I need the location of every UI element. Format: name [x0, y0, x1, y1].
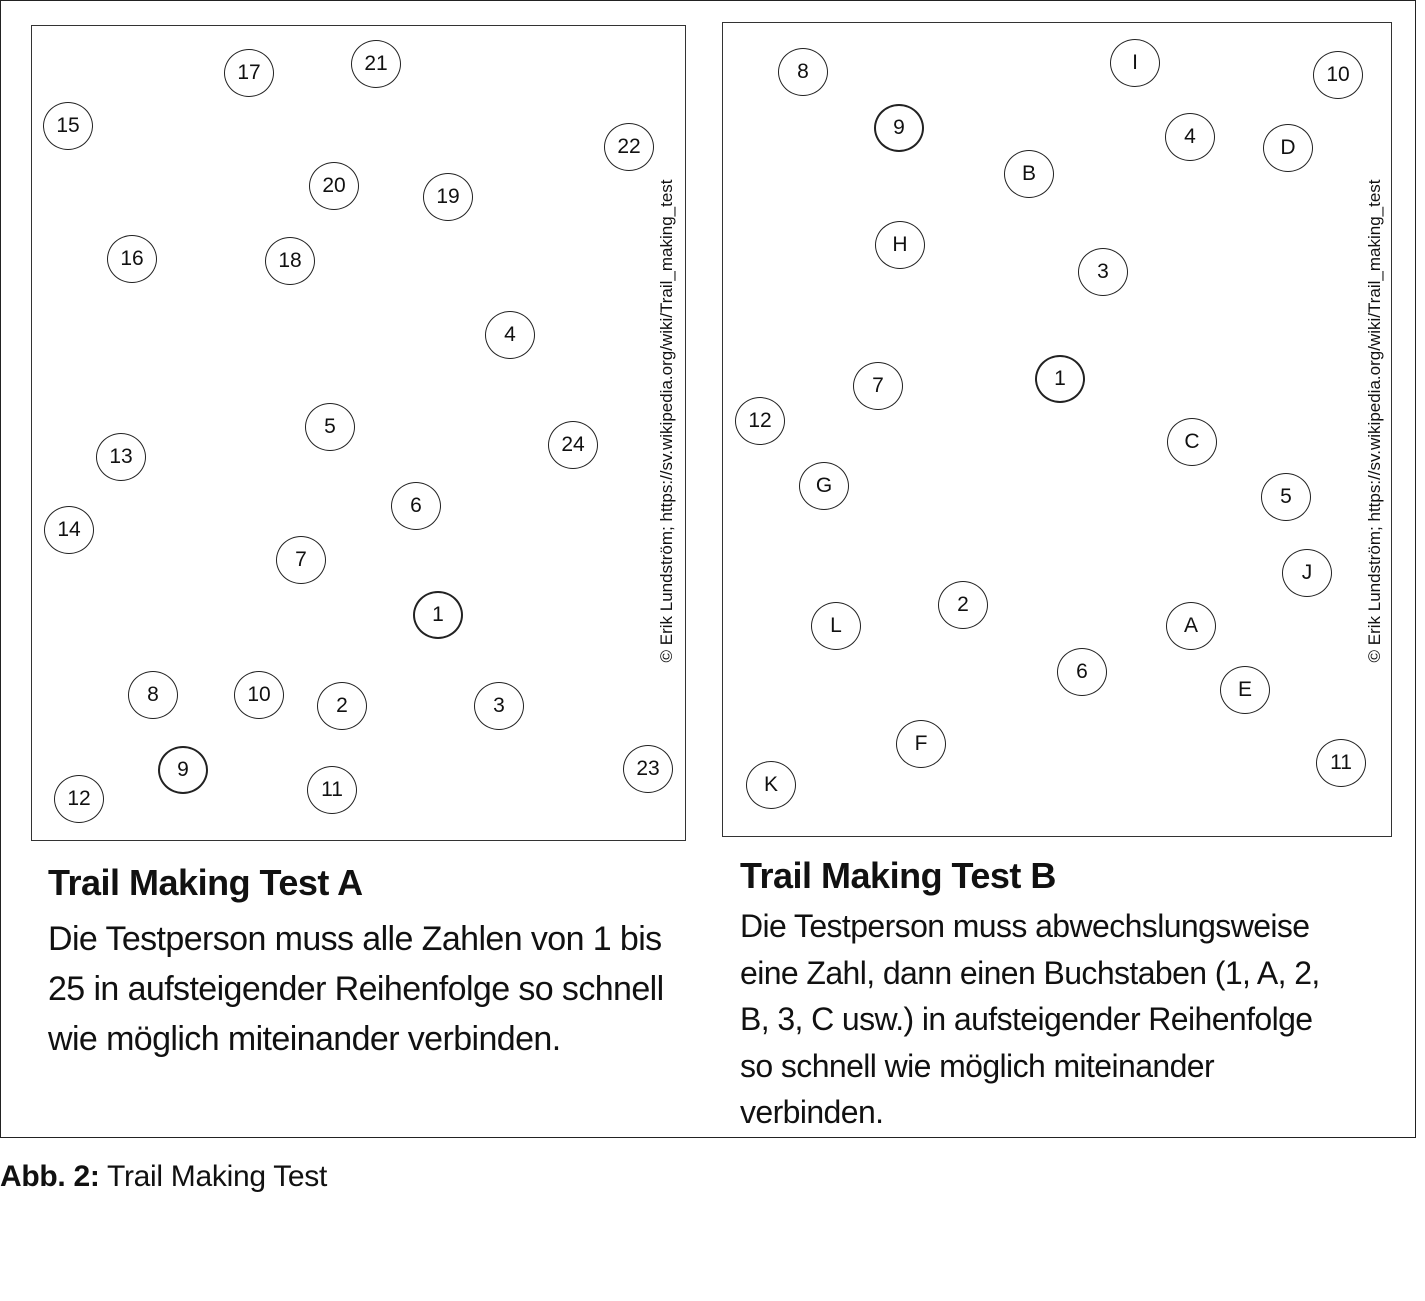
circle-node: 12 — [735, 397, 785, 445]
test-a-title: Trail Making Test A — [48, 862, 363, 903]
circle-node: 1 — [1035, 355, 1085, 403]
circle-node: 14 — [44, 506, 94, 554]
circle-node: 12 — [54, 775, 104, 823]
description-line: B, 3, C usw.) in aufsteigender Reihenfol… — [740, 1001, 1313, 1037]
circle-node: K — [746, 761, 796, 809]
circle-node: 8 — [778, 48, 828, 96]
circle-node: 7 — [853, 362, 903, 410]
circle-node: 7 — [276, 536, 326, 584]
test-a-description: Die Testperson muss alle Zahlen von 1 bi… — [48, 920, 664, 1058]
circle-node: 9 — [158, 746, 208, 794]
circle-node: 11 — [307, 766, 357, 814]
circle-node: 9 — [874, 104, 924, 152]
circle-node: G — [799, 462, 849, 510]
circle-node: 24 — [548, 421, 598, 469]
circle-node: 11 — [1316, 739, 1366, 787]
circle-node: 21 — [351, 40, 401, 88]
circle-node: 6 — [391, 482, 441, 530]
circle-node: 8 — [128, 671, 178, 719]
figure-caption-text: Trail Making Test — [99, 1160, 328, 1193]
description-line: Die Testperson muss abwechslungsweise — [740, 908, 1310, 944]
test-b-description: Die Testperson muss abwechslungsweise ei… — [740, 903, 1400, 1136]
circle-node: 4 — [485, 311, 535, 359]
figure-frame — [0, 0, 1416, 1138]
circle-node: 2 — [317, 682, 367, 730]
circle-node: 10 — [1313, 51, 1363, 99]
description-line: verbinden. — [740, 1094, 884, 1130]
circle-node: 5 — [1261, 473, 1311, 521]
circle-node: 19 — [423, 173, 473, 221]
circle-node: C — [1167, 418, 1217, 466]
image-credit: © Erik Lundström; https://sv.wikipedia.o… — [1365, 179, 1384, 663]
circle-node: 10 — [234, 671, 284, 719]
figure-label: Abb. 2: — [0, 1160, 100, 1193]
circle-node: L — [811, 602, 861, 650]
figure-caption: Abb. 2: Trail Making Test — [0, 1160, 327, 1194]
circle-node: B — [1004, 150, 1054, 198]
trail-making-test-b-sheet: 8 I 10 9 4 D B H 3 7 1 12 C G 5 J 2 L A … — [722, 22, 1392, 837]
circle-node: D — [1263, 124, 1313, 172]
circle-node: A — [1166, 602, 1216, 650]
circle-node: 18 — [265, 237, 315, 285]
image-credit: © Erik Lundström; https://sv.wikipedia.o… — [657, 179, 676, 663]
circle-node: 1 — [413, 591, 463, 639]
circle-node: 3 — [474, 682, 524, 730]
description-line: eine Zahl, dann einen Buchstaben (1, A, … — [740, 954, 1320, 991]
circle-node: I — [1110, 39, 1160, 87]
circle-node: E — [1220, 666, 1270, 714]
circle-node: 2 — [938, 581, 988, 629]
circle-node: 6 — [1057, 648, 1107, 696]
circle-node: 22 — [604, 123, 654, 171]
circle-node: 3 — [1078, 248, 1128, 296]
circle-node: 16 — [107, 235, 157, 283]
circle-node: 15 — [43, 102, 93, 150]
description-line: so schnell wie möglich miteinander — [740, 1047, 1215, 1084]
circle-node: J — [1282, 549, 1332, 597]
circle-node: 17 — [224, 49, 274, 97]
trail-making-test-a-sheet: 17 21 15 22 20 19 16 18 4 5 13 24 14 6 7… — [31, 25, 686, 841]
circle-node: 13 — [96, 433, 146, 481]
circle-node: 4 — [1165, 113, 1215, 161]
test-b-title: Trail Making Test B — [740, 855, 1056, 896]
circle-node: H — [875, 221, 925, 269]
circle-node: F — [896, 720, 946, 768]
circle-node: 23 — [623, 745, 673, 793]
circle-node: 20 — [309, 162, 359, 210]
circle-node: 5 — [305, 403, 355, 451]
